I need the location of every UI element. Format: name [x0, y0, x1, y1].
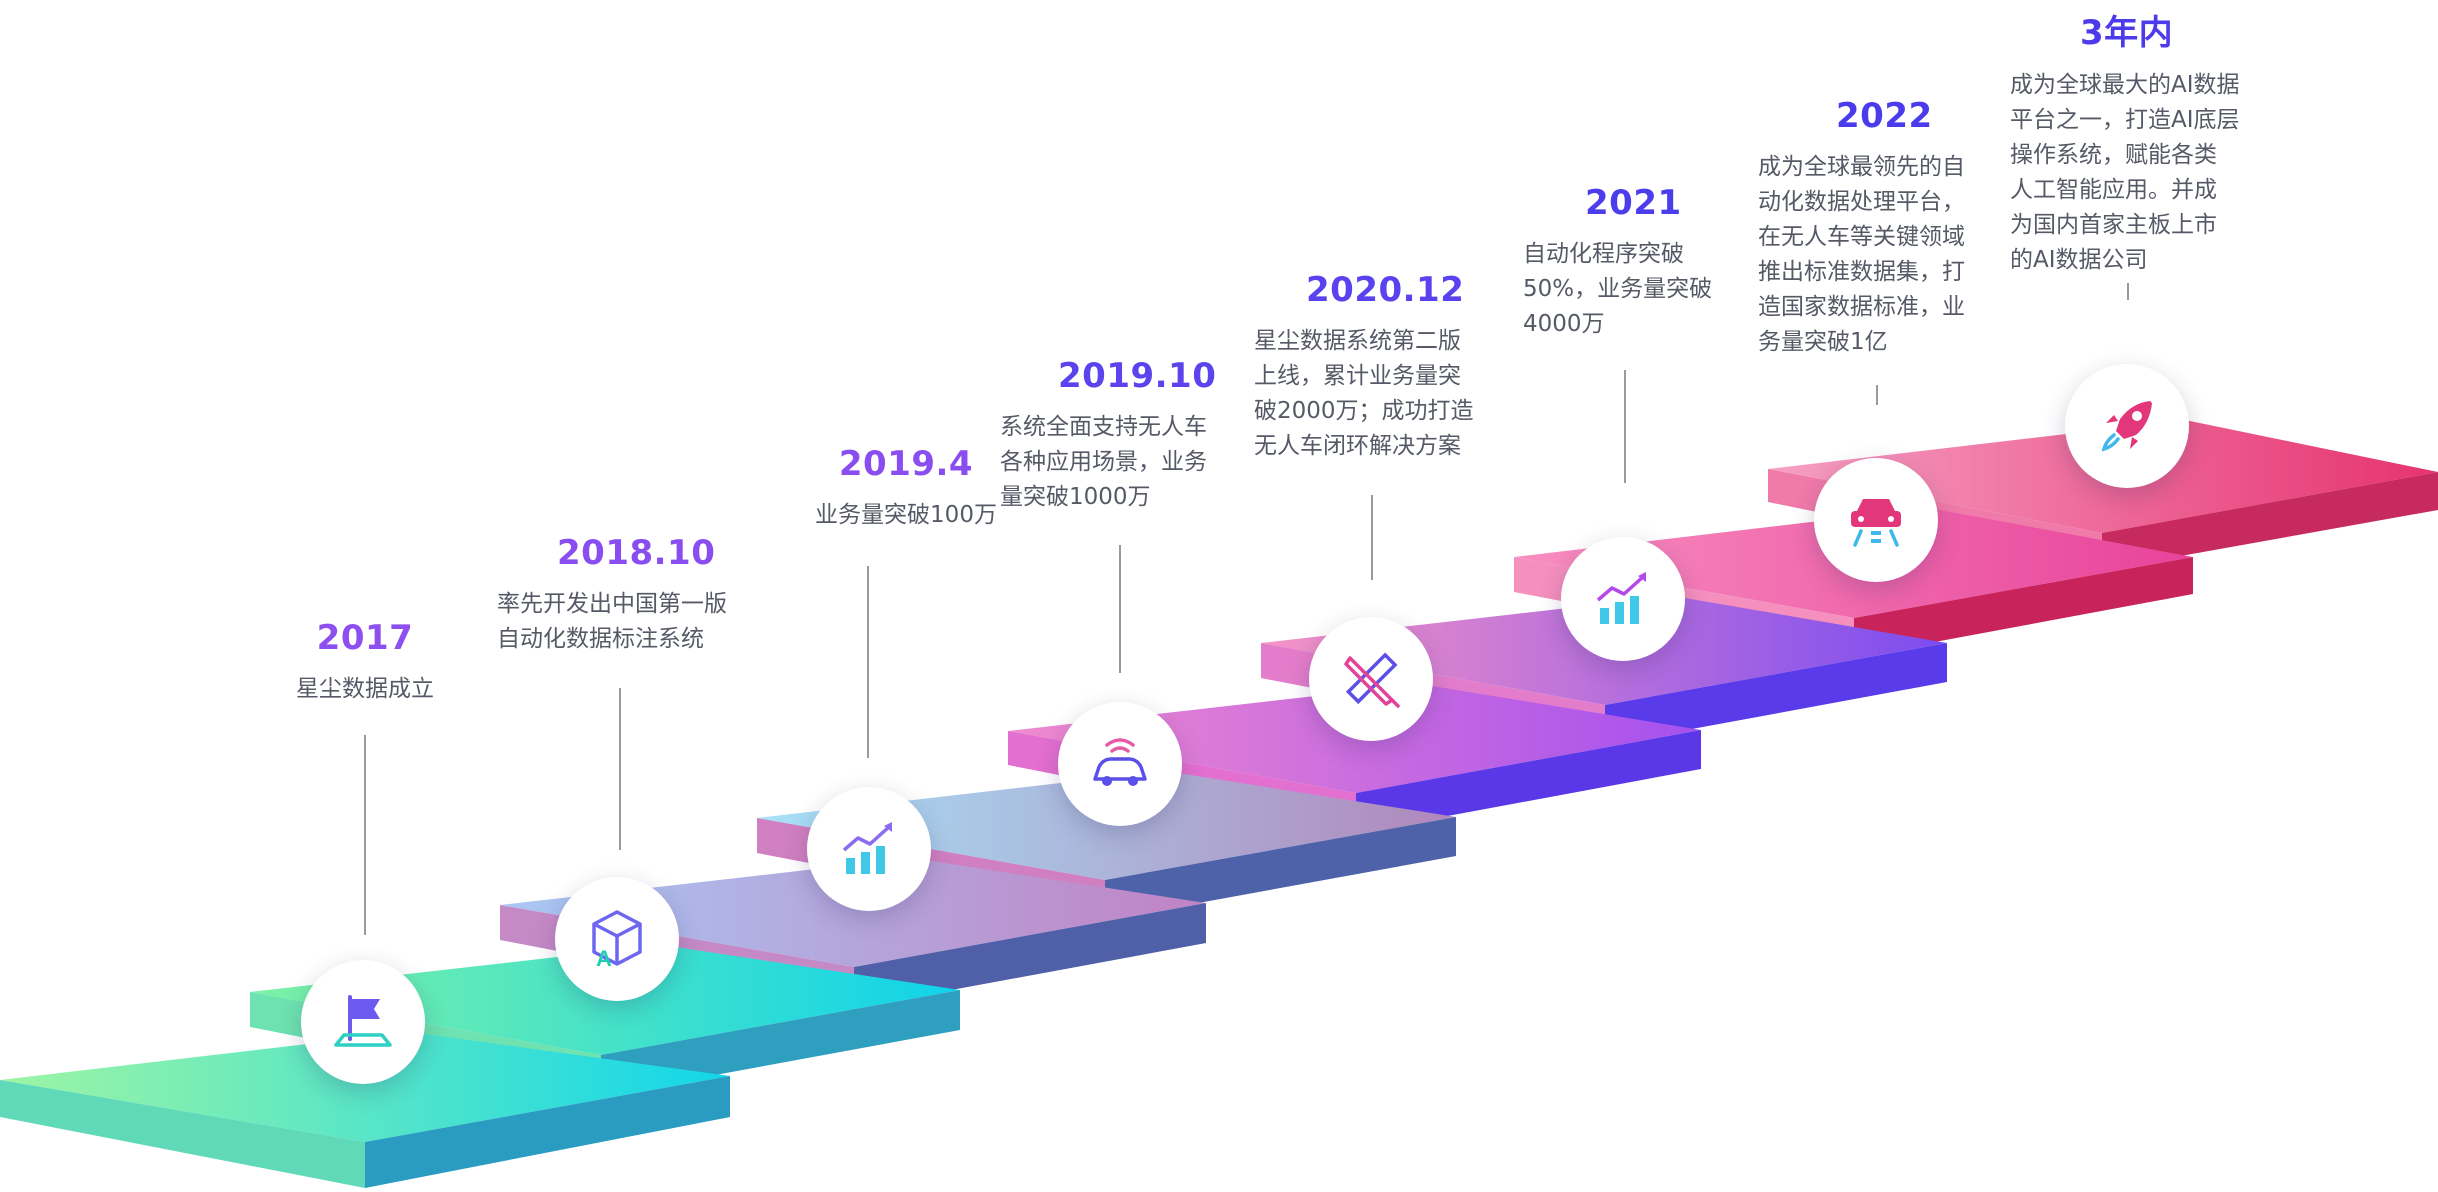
milestone-year: 3年内 [2080, 13, 2174, 53]
milestone-2022: 2022 成为全球最领先的自 动化数据处理平台， 在无人车等关键领域 推出标准数… [1758, 96, 2018, 360]
car-front-icon [1814, 458, 1938, 582]
milestone-2019-4: 2019.4 业务量突破100万 [776, 444, 1036, 533]
growth-chart-icon [1561, 537, 1685, 661]
milestone-3years: 3年内 成为全球最大的AI数据 平台之一，打造AI底层 操作系统，赋能各类 人工… [2010, 5, 2280, 278]
milestone-desc: 自动化程序突破 50%，业务量突破 4000万 [1523, 241, 1713, 337]
milestone-2021: 2021 自动化程序突破 50%，业务量突破 4000万 [1523, 183, 1783, 342]
milestone-desc: 星尘数据系统第二版 上线，累计业务量突 破2000万；成功打造 无人车闭环解决方… [1254, 328, 1474, 459]
flag-icon [301, 960, 425, 1084]
milestone-desc: 成为全球最大的AI数据 平台之一，打造AI底层 操作系统，赋能各类 人工智能应用… [2010, 72, 2240, 273]
milestone-2019-10: 2019.10 系统全面支持无人车 各种应用场景，业务 量突破1000万 [1000, 356, 1260, 515]
milestone-desc: 率先开发出中国第一版 自动化数据标注系统 [497, 591, 727, 652]
milestone-year: 2022 [1836, 96, 1933, 136]
milestone-year: 2018.10 [557, 533, 716, 573]
milestone-year: 2019.10 [1058, 356, 1217, 396]
cube-a-icon: A [555, 877, 679, 1001]
ruler-pencil-icon [1309, 617, 1433, 741]
milestone-year: 2017 [316, 618, 414, 658]
milestone-2020-12: 2020.12 星尘数据系统第二版 上线，累计业务量突 破2000万；成功打造 … [1254, 270, 1514, 464]
growth-chart-icon [807, 787, 931, 911]
milestone-desc: 星尘数据成立 [296, 676, 434, 702]
milestone-desc: 业务量突破100万 [815, 502, 997, 528]
milestone-year: 2020.12 [1306, 270, 1465, 310]
milestone-desc: 成为全球最领先的自 动化数据处理平台， 在无人车等关键领域 推出标准数据集，打 … [1758, 154, 1965, 355]
milestone-year: 2019.4 [838, 444, 974, 484]
connector-lines [364, 283, 2129, 935]
rocket-icon [2065, 364, 2189, 488]
milestone-2018-10: 2018.10 率先开发出中国第一版 自动化数据标注系统 [497, 533, 777, 657]
milestone-desc: 系统全面支持无人车 各种应用场景，业务 量突破1000万 [1000, 414, 1207, 510]
step-1 [0, 1032, 730, 1188]
milestone-year: 2021 [1585, 183, 1682, 223]
connected-car-icon [1058, 702, 1182, 826]
svg-text:A: A [596, 946, 612, 971]
milestone-2017: 2017 星尘数据成立 [235, 618, 495, 707]
